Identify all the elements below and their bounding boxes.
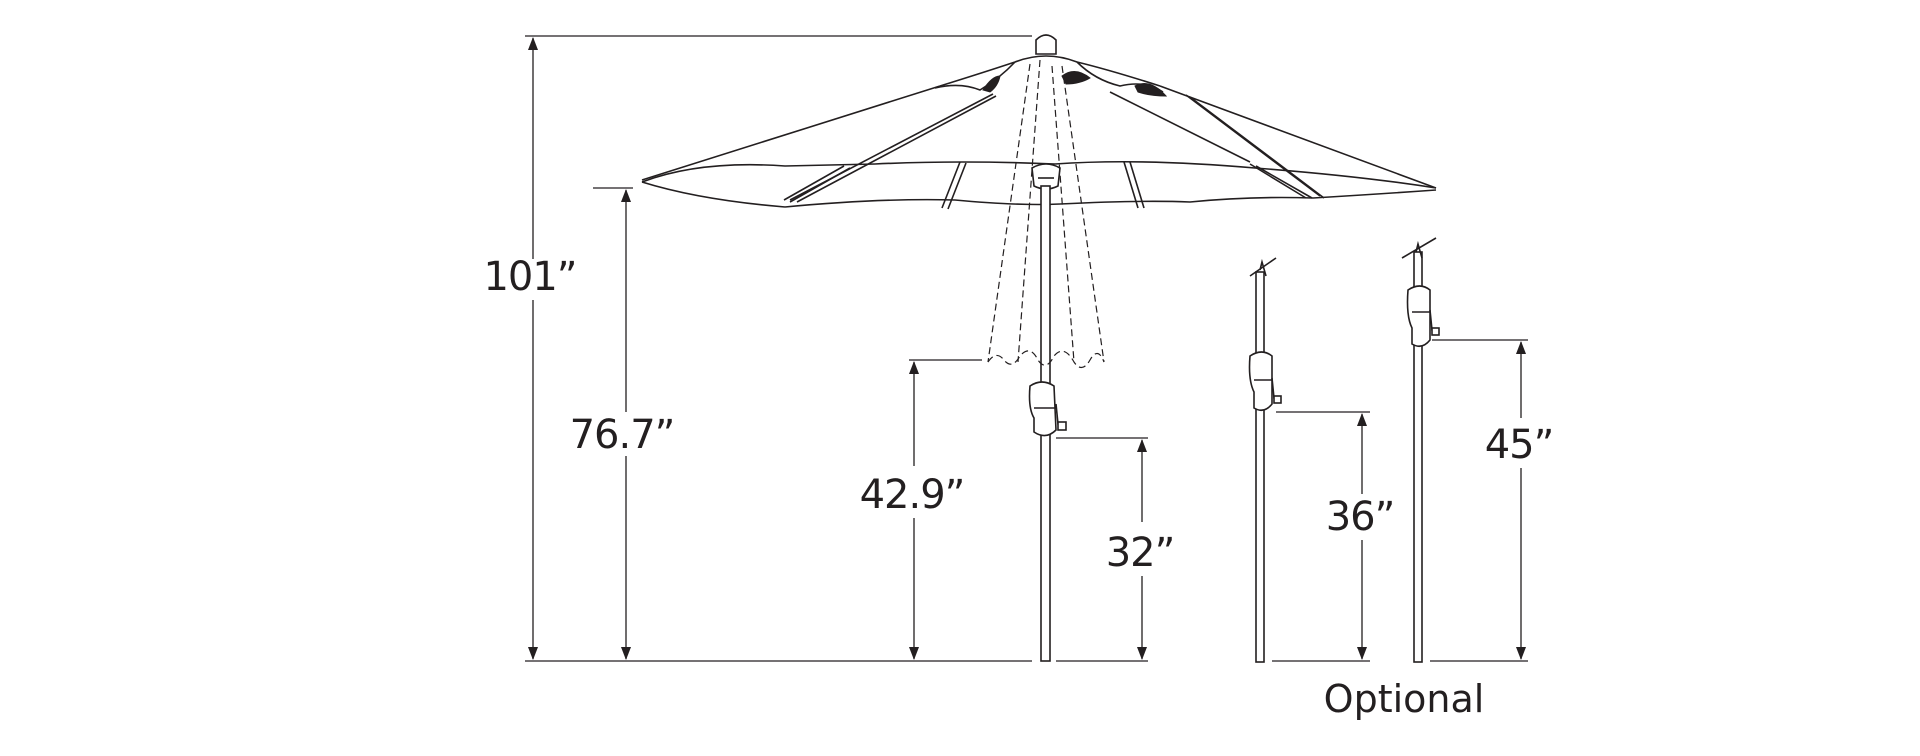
optional-pole-b: [1401, 237, 1440, 663]
label-crank-height-option-b: 45”: [1485, 422, 1554, 468]
dimension-lowered-clearance: [909, 359, 982, 660]
canopy: [641, 34, 1437, 210]
lowered-canopy-outline: [987, 59, 1105, 369]
label-overall-height: 101”: [483, 254, 576, 300]
main-umbrella: [641, 34, 1437, 662]
label-canopy-clearance: 76.7”: [570, 412, 675, 458]
crank-housing: [1028, 381, 1067, 437]
label-lowered-clearance: 42.9”: [860, 472, 965, 518]
dimension-crank-height-option-a: [1276, 411, 1370, 660]
dimension-canopy-clearance: [593, 187, 633, 660]
optional-caption: Optional: [1324, 677, 1485, 721]
dimension-crank-height-standard: [1056, 437, 1148, 660]
label-crank-height-standard: 32”: [1106, 530, 1175, 576]
dimension-crank-height-option-b: [1432, 339, 1528, 660]
label-crank-height-option-a: 36”: [1326, 494, 1395, 540]
optional-pole-a: [1248, 257, 1282, 663]
dimension-overall-height: [525, 35, 1032, 660]
